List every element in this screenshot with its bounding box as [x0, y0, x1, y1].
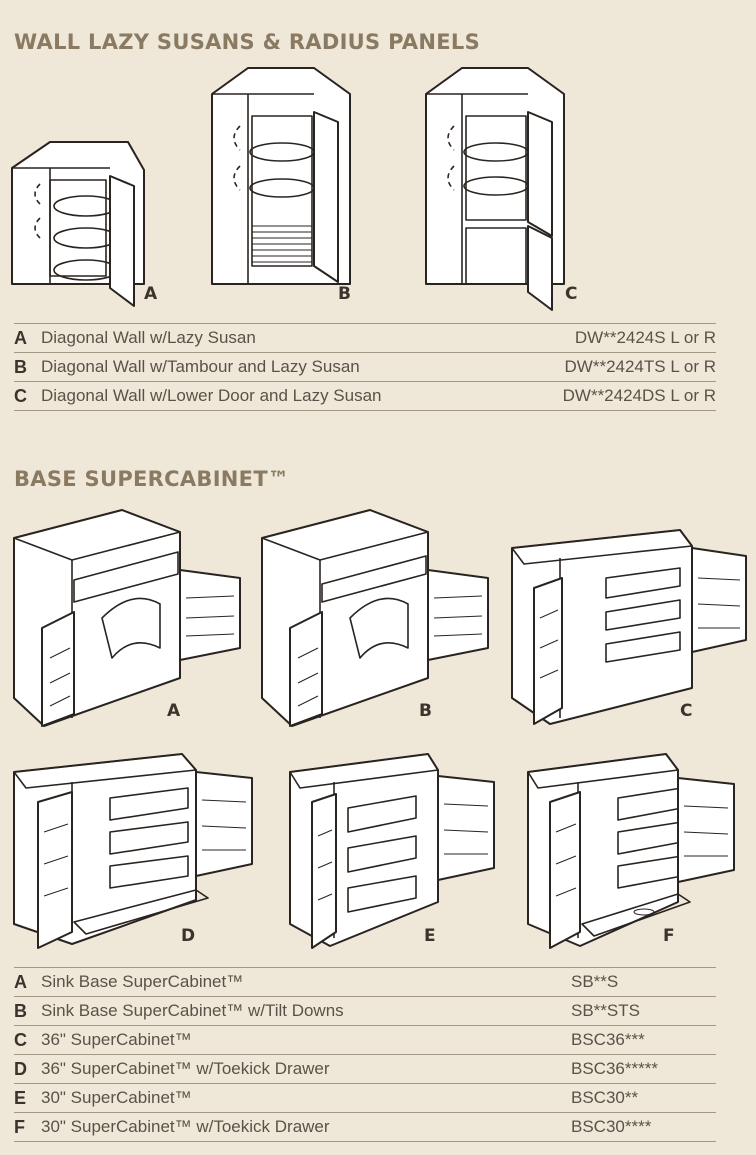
table-row: A Sink Base SuperCabinet™ SB**S — [14, 968, 716, 997]
base-cabinet-c-illustration — [510, 528, 750, 728]
wall-illustration-label-a: A — [144, 284, 158, 304]
row-code: DW**2424DS L or R — [562, 386, 716, 405]
base-cabinet-b-illustration — [260, 508, 492, 733]
wall-illustration-label-b: B — [338, 284, 351, 304]
row-description: Diagonal Wall w/Lazy Susan — [41, 328, 256, 347]
base-section-title: BASE SUPERCABINET™ — [14, 467, 290, 491]
wall-spec-table: A Diagonal Wall w/Lazy Susan DW**2424S L… — [14, 323, 716, 411]
row-letter: F — [14, 1116, 25, 1137]
row-description: 30" SuperCabinet™ — [41, 1088, 192, 1107]
row-code: SB**STS — [571, 1001, 640, 1020]
row-code: SB**S — [571, 972, 619, 991]
wall-section-title: WALL LAZY SUSANS & RADIUS PANELS — [14, 30, 481, 54]
row-letter: A — [14, 971, 27, 992]
base-illustration-label-a: A — [167, 701, 181, 721]
row-description: Sink Base SuperCabinet™ w/Tilt Downs — [41, 1001, 344, 1020]
base-illustration-label-f: F — [663, 926, 675, 946]
row-letter: C — [14, 385, 27, 406]
table-row: E 30" SuperCabinet™ BSC30** — [14, 1084, 716, 1113]
base-cabinet-f-illustration — [526, 752, 746, 952]
row-description: Diagonal Wall w/Tambour and Lazy Susan — [41, 357, 360, 376]
row-letter: B — [14, 356, 27, 377]
wall-illustration-label-c: C — [565, 284, 578, 304]
table-row: F 30" SuperCabinet™ w/Toekick Drawer BSC… — [14, 1113, 716, 1142]
row-code: DW**2424S L or R — [574, 328, 716, 347]
base-cabinet-e-illustration — [288, 752, 498, 952]
table-row: B Sink Base SuperCabinet™ w/Tilt Downs S… — [14, 997, 716, 1026]
row-description: 30" SuperCabinet™ w/Toekick Drawer — [41, 1117, 330, 1136]
row-code: BSC30** — [571, 1088, 639, 1107]
base-illustration-label-b: B — [419, 701, 432, 721]
base-spec-table: A Sink Base SuperCabinet™ SB**S B Sink B… — [14, 967, 716, 1142]
row-letter: D — [14, 1058, 27, 1079]
table-row: B Diagonal Wall w/Tambour and Lazy Susan… — [14, 353, 716, 382]
row-description: Sink Base SuperCabinet™ — [41, 972, 244, 991]
row-code: BSC36*** — [571, 1030, 645, 1049]
wall-cabinet-a-illustration — [10, 138, 150, 308]
row-letter: E — [14, 1087, 27, 1108]
base-illustration-label-e: E — [424, 926, 436, 946]
row-description: 36" SuperCabinet™ — [41, 1030, 192, 1049]
table-row: A Diagonal Wall w/Lazy Susan DW**2424S L… — [14, 324, 716, 353]
wall-cabinet-b-illustration — [210, 66, 355, 306]
row-letter: C — [14, 1029, 27, 1050]
table-row: C 36" SuperCabinet™ BSC36*** — [14, 1026, 716, 1055]
base-illustration-label-c: C — [680, 701, 693, 721]
table-row: C Diagonal Wall w/Lower Door and Lazy Su… — [14, 382, 716, 411]
row-code: BSC30**** — [571, 1117, 652, 1136]
wall-cabinet-c-illustration — [424, 66, 569, 312]
base-illustration-label-d: D — [181, 926, 196, 946]
base-cabinet-a-illustration — [12, 508, 244, 733]
base-cabinet-d-illustration — [12, 752, 262, 952]
row-letter: B — [14, 1000, 27, 1021]
row-letter: A — [14, 327, 27, 348]
table-row: D 36" SuperCabinet™ w/Toekick Drawer BSC… — [14, 1055, 716, 1084]
row-description: 36" SuperCabinet™ w/Toekick Drawer — [41, 1059, 330, 1078]
row-description: Diagonal Wall w/Lower Door and Lazy Susa… — [41, 386, 382, 405]
row-code: BSC36***** — [571, 1059, 658, 1078]
row-code: DW**2424TS L or R — [564, 357, 716, 376]
